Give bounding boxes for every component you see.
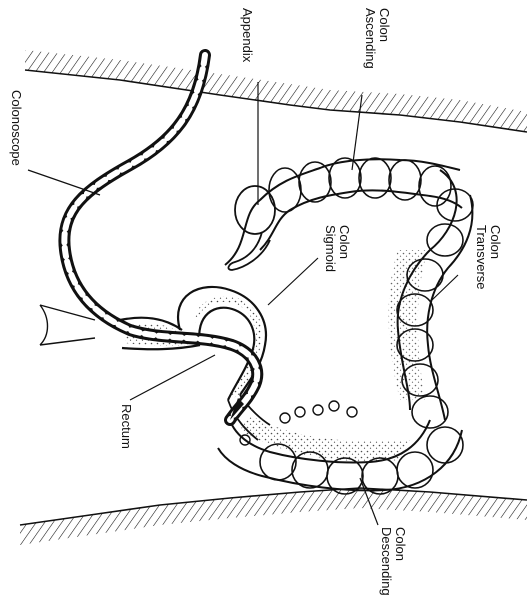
leader-sigmoid-colon — [268, 258, 318, 305]
label-descending-colon: Descending Colon — [379, 527, 408, 599]
lower-body-wall — [20, 488, 527, 545]
upper-body-wall — [25, 50, 527, 132]
label-colonoscope: Colonoscope — [9, 90, 24, 166]
anal-entry — [40, 305, 95, 345]
transverse-colon — [388, 170, 473, 428]
label-transverse-colon-line1: Transverse — [474, 225, 489, 290]
label-rectum: Rectum — [119, 404, 134, 449]
label-ascending-colon-line1: Ascending — [363, 8, 378, 69]
colonoscope-instrument — [64, 55, 257, 420]
descending-colon — [218, 401, 463, 494]
label-sigmoid-colon: Sigmoid Colon — [323, 225, 352, 276]
label-descending-colon-line2: Colon — [393, 527, 408, 561]
label-descending-colon-line1: Descending — [379, 527, 394, 596]
label-appendix: Appendix — [240, 8, 255, 63]
label-sigmoid-colon-line2: Colon — [337, 225, 352, 259]
label-ascending-colon: Ascending Colon — [363, 8, 392, 72]
leader-rectum — [130, 355, 215, 400]
label-transverse-colon: Transverse Colon — [474, 225, 503, 293]
label-transverse-colon-line2: Colon — [488, 225, 503, 259]
appendix-organ — [228, 232, 270, 270]
label-sigmoid-colon-line1: Sigmoid — [323, 225, 338, 272]
label-ascending-colon-line2: Colon — [377, 8, 392, 42]
leader-colonoscope — [28, 170, 100, 195]
